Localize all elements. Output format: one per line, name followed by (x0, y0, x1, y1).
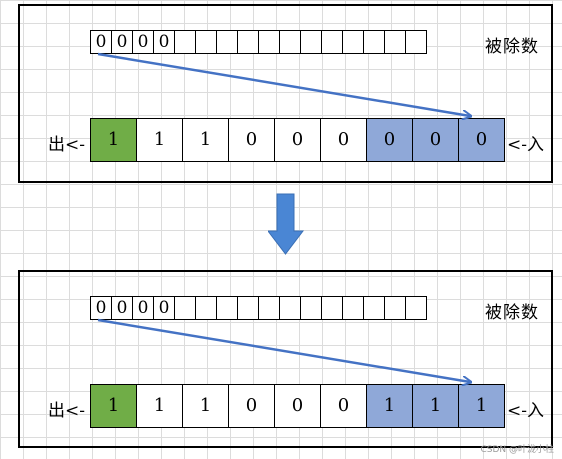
in-label: <-入 (507, 135, 544, 155)
dividend-cell: 0 (153, 30, 175, 54)
dividend-cell (405, 30, 427, 54)
register-bit-cell: 0 (320, 384, 367, 428)
register-bit-cell: 0 (320, 118, 367, 162)
watermark: CSDN @叶泷小柱 (480, 445, 554, 455)
dividend-cell: 0 (111, 296, 133, 320)
register-bit-cell: 1 (412, 384, 459, 428)
shift-arrow (97, 52, 555, 185)
register-bit-cell: 0 (274, 118, 321, 162)
in-label: <-入 (507, 401, 544, 421)
register-bit-cell: 0 (228, 384, 275, 428)
dividend-cell (405, 296, 427, 320)
register-bit-cell: 1 (136, 384, 183, 428)
dividend-label: 被除数 (485, 37, 539, 57)
register-bit-cell: 1 (458, 384, 505, 428)
register-bit-cell: 0 (274, 384, 321, 428)
register-bit-cell: 1 (182, 384, 229, 428)
register-bit-cell: 1 (136, 118, 183, 162)
down-arrow-icon (266, 193, 305, 259)
dividend-label: 被除数 (485, 303, 539, 323)
out-label: 出<- (48, 135, 85, 155)
register-bit-cell: 0 (458, 118, 505, 162)
shift-arrow (97, 318, 555, 450)
out-label: 出<- (48, 401, 85, 421)
register-bit-cell: 1 (366, 384, 413, 428)
